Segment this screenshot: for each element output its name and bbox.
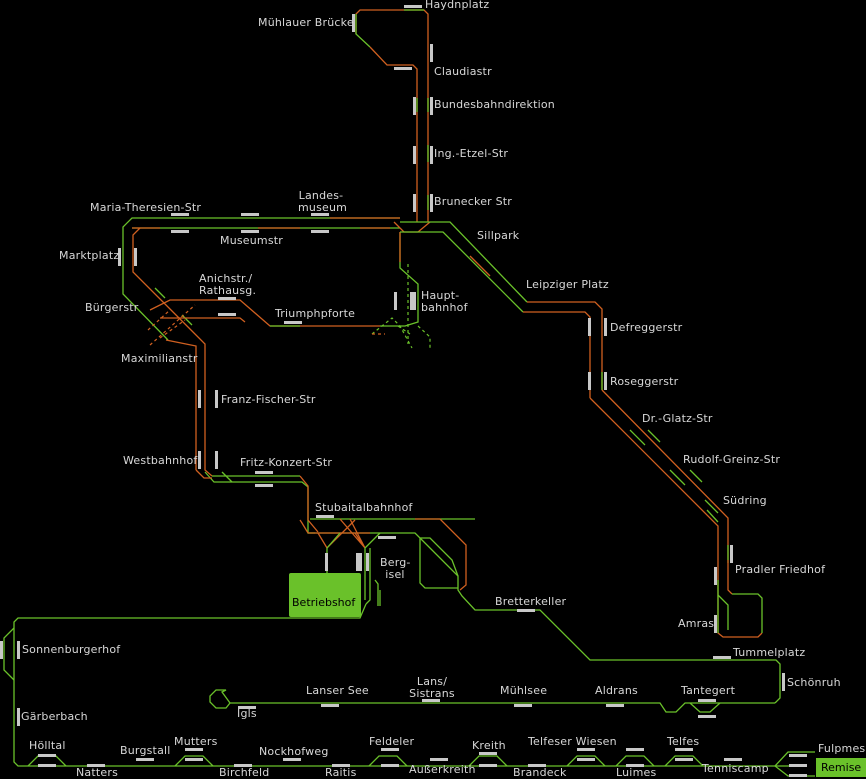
station-birchfeld[interactable]: Birchfeld bbox=[219, 766, 270, 779]
track-south-area bbox=[3, 469, 790, 767]
station-sillpark[interactable]: Sillpark bbox=[477, 229, 520, 242]
station-stubaitalbahnhof[interactable]: Stubaitalbahnhof bbox=[315, 501, 413, 514]
station-landesmuseum[interactable]: Landes-museum bbox=[298, 189, 348, 214]
station-bretterkeller[interactable]: Bretterkeller bbox=[495, 595, 567, 608]
station-marktplatz[interactable]: Marktplatz bbox=[59, 249, 120, 262]
station-amras[interactable]: Amras bbox=[678, 617, 715, 630]
station-sonnenburgerhof[interactable]: Sonnenburgerhof bbox=[22, 643, 121, 656]
depot-remise[interactable]: Remise bbox=[816, 758, 866, 777]
station-leipziger-platz[interactable]: Leipziger Platz bbox=[526, 278, 609, 291]
station-anichstr-line2: Rathausg. bbox=[199, 284, 257, 297]
station-tantegert[interactable]: Tantegert bbox=[681, 684, 736, 697]
station-bergisel-line2: isel bbox=[385, 568, 405, 581]
platforms bbox=[0, 5, 785, 726]
station-franz-fischer-str[interactable]: Franz-Fischer-Str bbox=[221, 393, 316, 406]
track-north-loop bbox=[355, 9, 429, 222]
station-maximilianstr[interactable]: Maximilianstr bbox=[121, 352, 198, 365]
station-haydnplatz[interactable]: Haydnplatz bbox=[425, 0, 490, 11]
station-hauptbahnhof[interactable]: Haupt-bahnhof bbox=[421, 290, 468, 314]
station-aldrans[interactable]: Aldrans bbox=[595, 684, 638, 697]
station-lans-sistrans[interactable]: Lans/Sistrans bbox=[406, 676, 458, 700]
station-anichstr[interactable]: Anichstr./Rathausg. bbox=[199, 273, 256, 297]
station-pradler-friedhof[interactable]: Pradler Friedhof bbox=[735, 563, 826, 576]
station-landesmuseum-line2: museum bbox=[298, 201, 348, 214]
station-claudiastr[interactable]: Claudiastr bbox=[434, 65, 492, 78]
station-fritz-konzert-str[interactable]: Fritz-Konzert-Str bbox=[240, 456, 333, 469]
station-kreith[interactable]: Kreith bbox=[472, 739, 506, 752]
track-city-center bbox=[122, 217, 431, 477]
station-lanser-see[interactable]: Lanser See bbox=[306, 684, 369, 697]
station-brunecker-str[interactable]: Brunecker Str bbox=[434, 195, 513, 208]
station-fulpmes[interactable]: Fulpmes bbox=[818, 742, 866, 755]
station-mutters[interactable]: Mutters bbox=[174, 735, 218, 748]
station-triumphpforte[interactable]: Triumphpforte bbox=[275, 307, 356, 320]
station-ausserkreith[interactable]: Außerkreith bbox=[409, 763, 476, 776]
station-hauptbahnhof-line1: Haupt- bbox=[421, 289, 460, 302]
station-feldeler[interactable]: Feldeler bbox=[369, 735, 415, 748]
station-lans-line1: Lans/ bbox=[416, 675, 448, 688]
station-luimes[interactable]: Luimes bbox=[616, 766, 657, 779]
depot-betriebshof-label: Betriebshof bbox=[292, 596, 356, 609]
station-roseggerstr[interactable]: Roseggerstr bbox=[610, 375, 679, 388]
station-gaerberbach[interactable]: Gärberbach bbox=[21, 710, 88, 723]
station-bergisel[interactable]: Berg-isel bbox=[380, 557, 410, 581]
station-nockhofweg[interactable]: Nockhofweg bbox=[259, 745, 329, 758]
station-tummelplatz[interactable]: Tummelplatz bbox=[733, 646, 806, 659]
station-anichstr-line1: Anichstr./ bbox=[199, 272, 253, 285]
station-schoenruh[interactable]: Schönruh bbox=[787, 676, 841, 689]
station-igls[interactable]: Igls bbox=[237, 707, 257, 720]
station-rudolf-greinz-str[interactable]: Rudolf-Greinz-Str bbox=[683, 453, 781, 466]
station-defreggerstr[interactable]: Defreggerstr bbox=[610, 321, 683, 334]
station-telfeser-wiesen[interactable]: Telfeser Wiesen bbox=[528, 735, 617, 748]
station-lans-line2: Sistrans bbox=[409, 687, 455, 700]
station-hauptbahnhof-line2: bahnhof bbox=[421, 301, 468, 314]
station-landesmuseum-line1: Landes- bbox=[298, 189, 344, 202]
station-brandeck[interactable]: Brandeck bbox=[513, 766, 567, 779]
station-tenniscamp[interactable]: Tenniscamp bbox=[702, 762, 769, 775]
station-bergisel-line1: Berg- bbox=[380, 556, 411, 569]
station-natters[interactable]: Natters bbox=[76, 766, 119, 779]
station-museumstr[interactable]: Museumstr bbox=[220, 234, 284, 247]
station-burgstall[interactable]: Burgstall bbox=[120, 744, 171, 757]
track-igls-line bbox=[209, 689, 775, 713]
station-telfes[interactable]: Telfes bbox=[667, 735, 700, 748]
station-westbahnhof[interactable]: Westbahnhof bbox=[123, 454, 198, 467]
station-ing-etzel-str[interactable]: Ing.-Etzel-Str bbox=[434, 147, 509, 160]
station-raitis[interactable]: Raitis bbox=[325, 766, 357, 779]
platforms-stubai bbox=[38, 748, 807, 777]
station-muehlsee[interactable]: Mühlsee bbox=[500, 684, 548, 697]
track-stubai-loops bbox=[27, 751, 815, 777]
station-hoelltal[interactable]: Hölltal bbox=[29, 739, 66, 752]
depot-remise-label: Remise bbox=[821, 761, 862, 774]
station-muehlauer-bruecke[interactable]: Mühlauer Brücke bbox=[258, 16, 354, 29]
station-maria-theresien-str[interactable]: Maria-Theresien-Str bbox=[90, 201, 202, 214]
station-dr-glatz-str[interactable]: Dr.-Glatz-Str bbox=[642, 412, 713, 425]
depot-betriebshof[interactable]: Betriebshof bbox=[289, 573, 361, 617]
station-suedring[interactable]: Südring bbox=[723, 494, 767, 507]
station-bundesbahndirektion[interactable]: Bundesbahndirektion bbox=[434, 98, 555, 111]
station-buergerstr[interactable]: Bürgerstr bbox=[85, 301, 139, 314]
